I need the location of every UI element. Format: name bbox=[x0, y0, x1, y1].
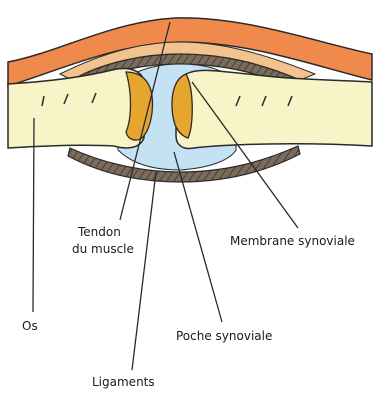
leader-ligaments bbox=[132, 172, 156, 370]
label-tendon-line2: du muscle bbox=[72, 242, 134, 256]
label-ligaments: Ligaments bbox=[92, 375, 155, 389]
label-tendon-line1: Tendon bbox=[77, 225, 121, 239]
label-membrane: Membrane synoviale bbox=[230, 234, 355, 248]
bone-left bbox=[8, 68, 144, 148]
label-poche: Poche synoviale bbox=[176, 329, 272, 343]
label-os: Os bbox=[22, 319, 38, 333]
bone-right bbox=[176, 70, 372, 148]
